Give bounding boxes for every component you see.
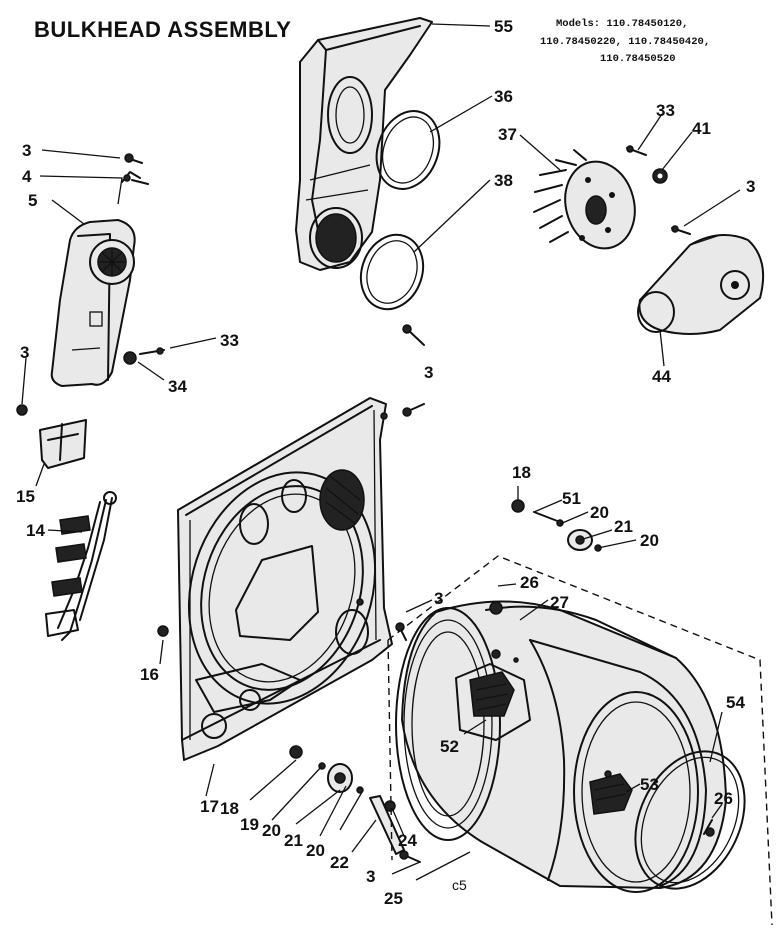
part-label-54: 54 bbox=[726, 693, 745, 712]
part-label-25: 25 bbox=[384, 889, 403, 908]
screw-3-upper-right bbox=[671, 225, 691, 235]
part-label-15: 15 bbox=[16, 487, 35, 506]
part-label-44: 44 bbox=[652, 367, 671, 386]
roller-assembly-lower bbox=[289, 745, 421, 863]
model-list-line-2: 110.78450220, 110.78450420, bbox=[540, 36, 710, 48]
part-label-26-lower: 26 bbox=[714, 789, 733, 808]
part-label-37: 37 bbox=[498, 125, 517, 144]
part-label-20-lower-a: 20 bbox=[262, 821, 281, 840]
part-label-21-upper: 21 bbox=[614, 517, 633, 536]
model-list-line-3: 110.78450520 bbox=[600, 53, 676, 65]
footer-code: c5 bbox=[452, 877, 467, 893]
clip-4 bbox=[121, 171, 149, 185]
model-list-line-1: Models: 110.78450120, bbox=[556, 18, 688, 30]
leader-lines bbox=[21, 23, 741, 881]
part-label-26-upper: 26 bbox=[520, 573, 539, 592]
part-label-36: 36 bbox=[494, 87, 513, 106]
part-label-22: 22 bbox=[330, 853, 349, 872]
part-label-20-upper-a: 20 bbox=[590, 503, 609, 522]
part-label-27: 27 bbox=[550, 593, 569, 612]
screw-3-upper-left bbox=[124, 153, 143, 164]
part-label-51: 51 bbox=[562, 489, 581, 508]
part-label-20-upper-b: 20 bbox=[640, 531, 659, 550]
part-label-19: 19 bbox=[240, 815, 259, 834]
drum-seal-54 bbox=[634, 750, 746, 890]
part-labels: 55 36 37 38 33 41 3 3 4 5 33 34 3 15 14 … bbox=[16, 17, 755, 908]
part-label-34: 34 bbox=[168, 377, 187, 396]
part-label-5: 5 bbox=[28, 191, 37, 210]
part-label-33-upper: 33 bbox=[656, 101, 675, 120]
part-label-18-upper: 18 bbox=[512, 463, 531, 482]
part-label-14: 14 bbox=[26, 521, 45, 540]
part-label-52: 52 bbox=[440, 737, 459, 756]
blower-cover bbox=[637, 234, 765, 335]
part-label-3-upper-right: 3 bbox=[746, 177, 755, 196]
seal-ring-36 bbox=[375, 110, 441, 190]
exhaust-duct-assembly bbox=[50, 219, 136, 387]
part-label-17: 17 bbox=[200, 797, 219, 816]
part-label-33-left: 33 bbox=[220, 331, 239, 350]
part-label-16: 16 bbox=[140, 665, 159, 684]
seal-ring-38 bbox=[359, 233, 425, 311]
blower-wheel bbox=[533, 149, 636, 250]
wire-harness-14 bbox=[45, 491, 117, 641]
roller-assembly-upper bbox=[511, 499, 602, 552]
part-label-53: 53 bbox=[640, 775, 659, 794]
part-label-55: 55 bbox=[494, 17, 513, 36]
part-label-24: 24 bbox=[398, 831, 417, 850]
bracket-15 bbox=[16, 404, 87, 469]
part-label-3-lower: 3 bbox=[366, 867, 375, 886]
part-label-38: 38 bbox=[494, 171, 513, 190]
clip-34 bbox=[123, 347, 165, 365]
diagram-title: BULKHEAD ASSEMBLY bbox=[34, 17, 291, 42]
bulkhead-panel bbox=[177, 397, 393, 761]
part-label-21-lower: 21 bbox=[284, 831, 303, 850]
part-label-3-left: 3 bbox=[20, 343, 29, 362]
blower-housing bbox=[295, 17, 433, 271]
part-label-20-lower-b: 20 bbox=[306, 841, 325, 860]
screw-3-bulkhead-right bbox=[395, 622, 407, 641]
screw-3-center bbox=[402, 324, 425, 417]
nut-41 bbox=[652, 168, 668, 184]
part-label-3-upper-left: 3 bbox=[22, 141, 31, 160]
screw-26-lower bbox=[703, 819, 715, 837]
part-label-41: 41 bbox=[692, 119, 711, 138]
part-label-4: 4 bbox=[22, 167, 32, 186]
part-label-3-right: 3 bbox=[434, 589, 443, 608]
part-label-3-center: 3 bbox=[424, 363, 433, 382]
screw-16 bbox=[157, 625, 169, 637]
part-label-18-lower: 18 bbox=[220, 799, 239, 818]
screw-33-upper bbox=[626, 145, 647, 156]
